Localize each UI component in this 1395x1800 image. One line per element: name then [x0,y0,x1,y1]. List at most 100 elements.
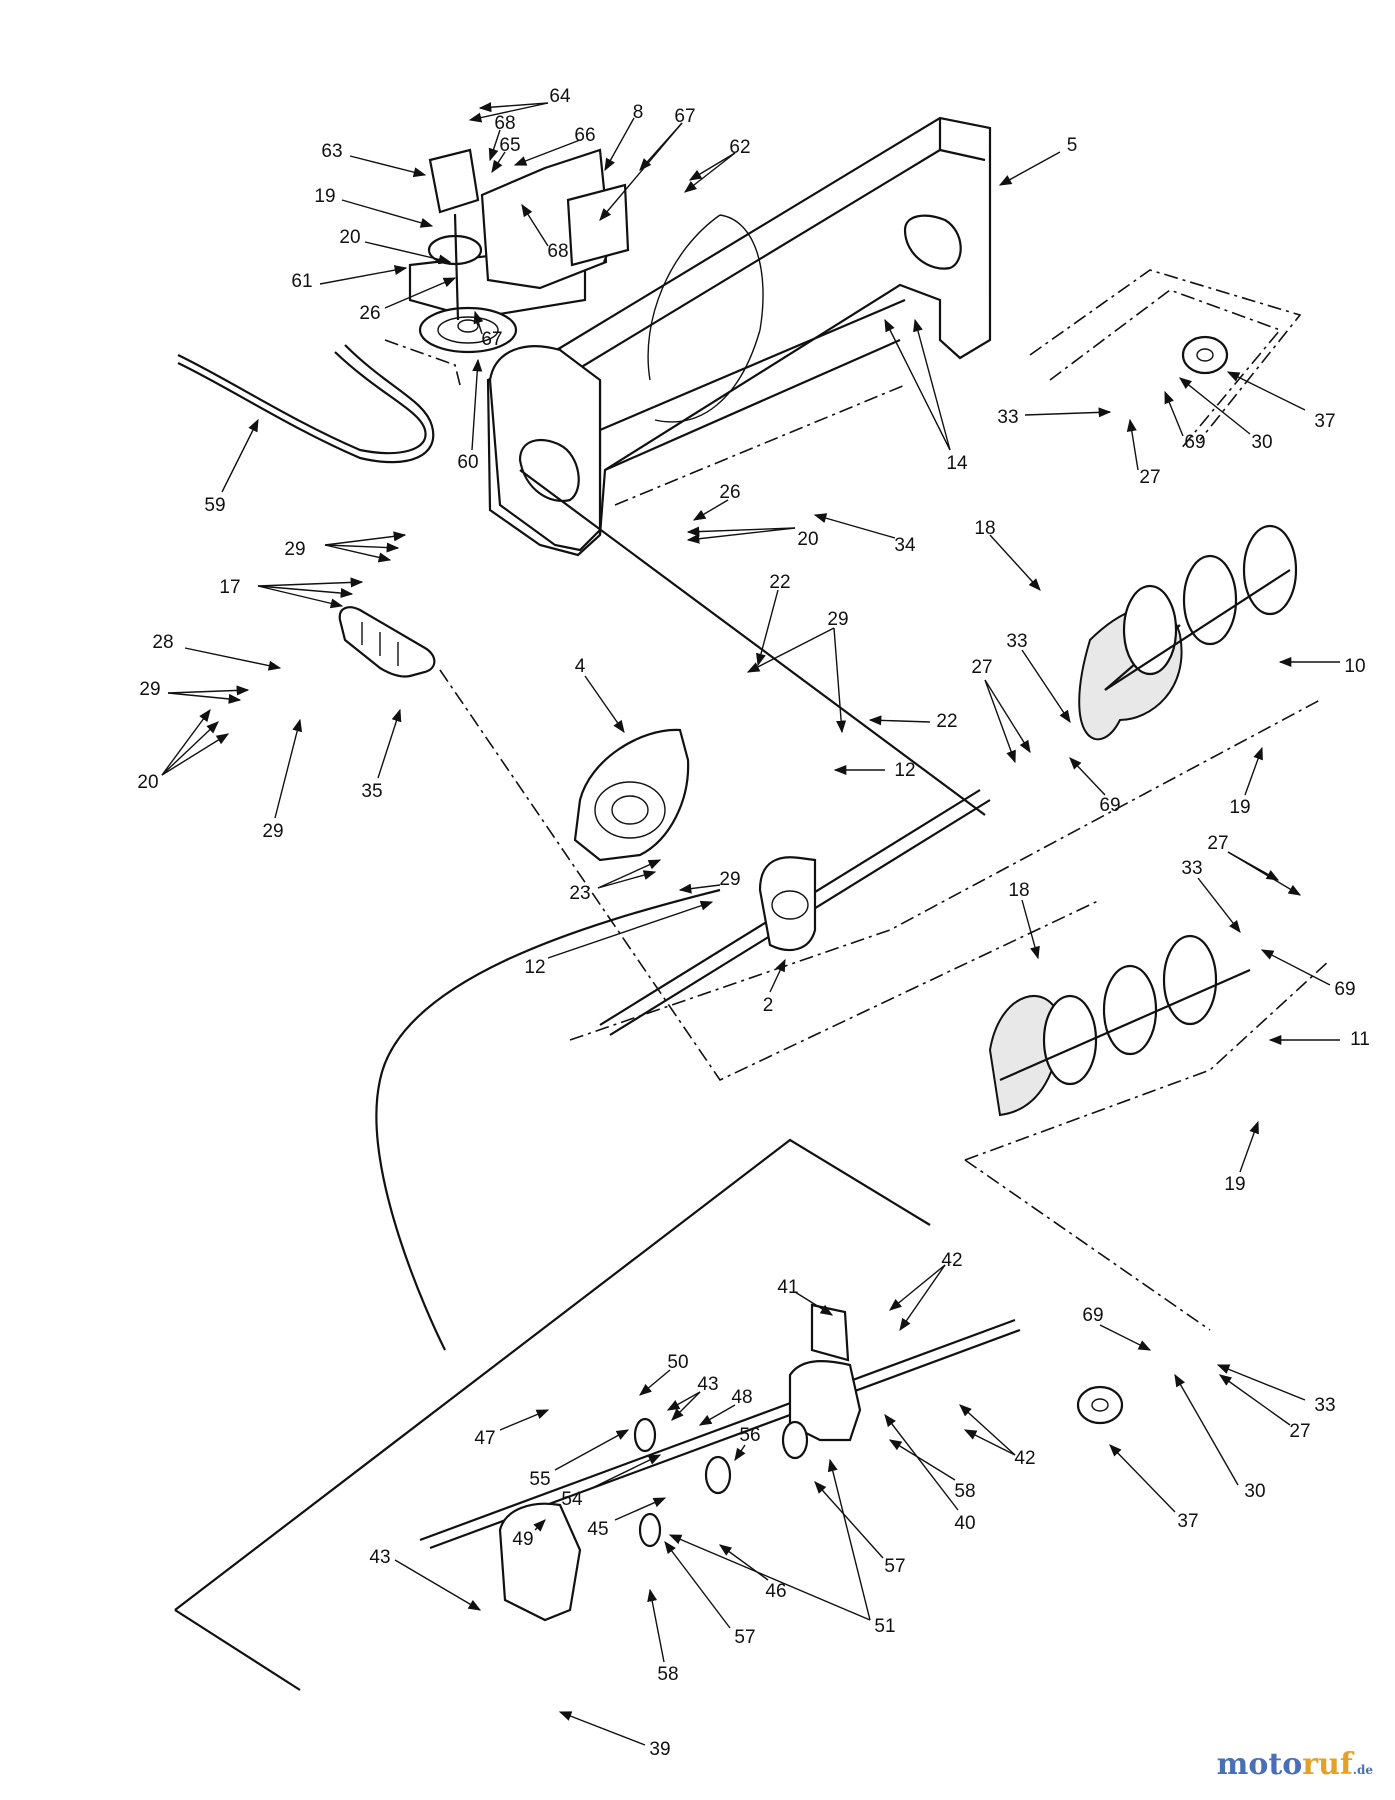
callout-60: 60 [457,358,483,473]
leader-line [1179,377,1251,435]
leader-line [684,152,736,193]
leader-line [167,685,250,696]
leader-line [1227,851,1302,896]
leader-line [1244,746,1263,796]
watermark-part1: moto [1216,1747,1303,1782]
part-number-label: 4 [575,656,586,677]
part-number-label: 57 [734,1627,755,1648]
guide-lines [384,269,1331,1331]
part-number-label: 27 [1289,1421,1310,1442]
drive-belt [177,344,435,464]
leader-line [1109,1444,1176,1513]
part-number-label: 12 [894,760,915,781]
callout-20: 20 [686,526,819,550]
part-number-label: 39 [649,1739,670,1760]
part-number-label: 5 [1067,135,1078,156]
leader-line [678,883,721,894]
callout-29: 29 [262,718,303,842]
part-number-label: 37 [1177,1511,1198,1532]
leader-line [884,1414,959,1511]
part-number-label: 69 [1082,1305,1103,1326]
leader-line [384,277,457,309]
leader-line [769,958,786,993]
drive-shaft [519,469,991,1036]
callout-37: 37 [1109,1444,1199,1532]
callout-27: 27 [1218,1374,1311,1442]
leader-line [692,499,729,521]
leader-line [521,203,549,247]
leader-line [547,900,714,959]
callout-33: 33 [1216,1364,1336,1416]
leader-line [1024,407,1112,418]
leader-line [587,1454,662,1491]
part-number-label: 43 [369,1547,390,1568]
callout-69: 69 [1082,1305,1152,1351]
leader-line [161,708,211,776]
part-number-label: 67 [674,106,695,127]
callout-33: 33 [1006,631,1071,724]
part-number-label: 26 [359,303,380,324]
callout-8: 8 [604,102,643,172]
gearbox-assembly [408,148,630,354]
callout-66: 66 [513,125,596,166]
part-number-label: 68 [494,113,515,134]
callout-55: 55 [529,1429,630,1490]
leader-line [319,265,408,285]
leader-line [668,1534,871,1621]
part-number-label: 69 [1184,432,1205,453]
part-number-label: 63 [321,141,342,162]
leader-line [167,692,242,704]
callout-57: 57 [664,1540,756,1648]
part-number-label: 29 [284,539,305,560]
part-number-label: 23 [569,883,590,904]
callout-11: 11 [1268,1029,1370,1050]
part-number-label: 27 [1207,833,1228,854]
leader-line [639,1369,671,1396]
leader-line [468,102,549,123]
part-number-label: 62 [729,137,750,158]
leader-line [688,152,736,181]
leader-line [1174,1373,1239,1486]
part-number-label: 42 [1014,1448,1035,1469]
leader-line [1069,757,1106,796]
leader-line [364,241,452,265]
leader-line [1226,371,1306,411]
part-number-label: 34 [894,535,916,556]
callout-48: 48 [698,1387,753,1426]
part-number-label: 51 [874,1616,895,1637]
callout-14: 14 [884,318,968,474]
part-number-label: 41 [777,1277,798,1298]
callout-19: 19 [1229,746,1263,818]
part-number-label: 27 [971,657,992,678]
leader-line [756,589,779,667]
leader-line [998,151,1061,186]
leader-line [614,1497,667,1521]
side-panel [338,606,436,678]
callout-61: 61 [291,265,408,292]
leader-line [1239,1120,1259,1173]
leader-line [349,155,427,178]
callout-41: 41 [777,1277,834,1316]
part-number-label: 19 [1229,797,1250,818]
part-number-label: 19 [1224,1174,1245,1195]
leader-line [599,122,683,221]
part-number-label: 27 [1139,467,1160,488]
leader-line [558,1711,646,1746]
part-number-label: 57 [884,1556,905,1577]
callout-19: 19 [1224,1120,1259,1195]
upper-auger [1078,524,1298,741]
callout-58: 58 [647,1588,679,1685]
part-number-label: 28 [152,632,173,653]
part-number-label: 69 [1099,795,1120,816]
part-number-label: 33 [1314,1395,1335,1416]
callout-39: 39 [558,1711,671,1760]
callout-64: 64 [468,86,571,123]
leader-line [604,117,635,172]
leader-line [274,718,303,819]
callout-4: 4 [575,656,625,734]
leader-line [597,859,662,889]
leader-line [963,1429,1016,1456]
leader-line [1260,949,1331,986]
leader-line [161,733,230,776]
